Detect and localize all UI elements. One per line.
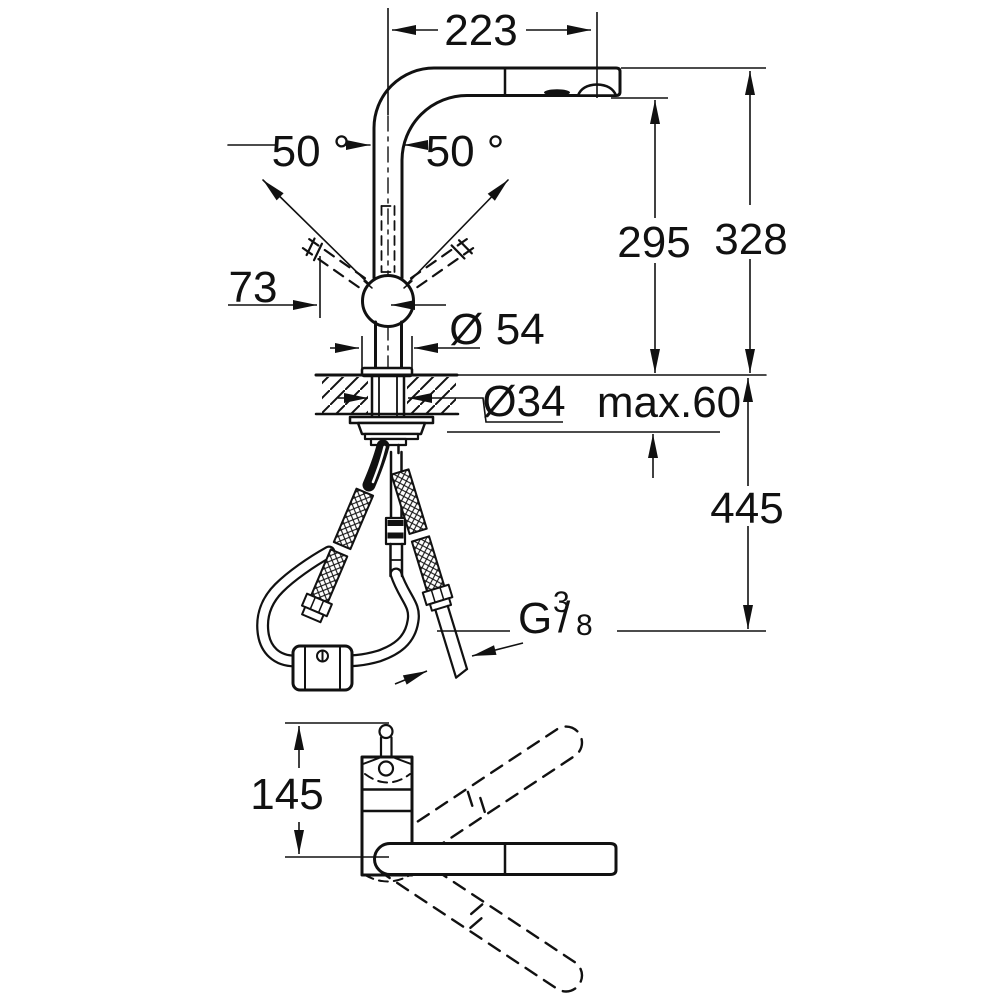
angle-ray-right: [405, 179, 509, 286]
mounting-nut: [356, 421, 427, 436]
plan-head-tip: [378, 723, 394, 759]
plan-button: [377, 760, 395, 777]
label-hole-diameter: Ø34: [482, 377, 565, 426]
handle-ball-joint: [361, 274, 415, 328]
supply-hose-left: [300, 487, 375, 624]
label-angle-left: 50 °: [272, 127, 351, 176]
label-swivel-height: 145: [250, 770, 323, 819]
supply-hose-right: [390, 468, 469, 679]
label-thread-prefix: G: [518, 594, 552, 643]
label-reach: 223: [444, 6, 517, 55]
hose-guide: [362, 439, 390, 492]
plan-view: [285, 722, 618, 993]
handle-position-right: [409, 238, 475, 289]
plan-spout: [373, 842, 618, 876]
dimension-labels: 223 50 ° 50 ° 295 328 73 Ø 54 Ø34 max.60…: [229, 6, 788, 819]
label-thread-denominator: 8: [576, 609, 593, 642]
label-counter-thickness: max.60: [597, 378, 741, 427]
label-lever-projection: 73: [229, 263, 278, 312]
label-thread-numerator: 3: [553, 586, 570, 619]
handle-position-left: [301, 237, 367, 289]
label-angle-right: 50 °: [426, 127, 505, 176]
label-height-outlet: 295: [617, 218, 690, 267]
cartridge-hidden-lines: [380, 205, 396, 273]
label-body-diameter: Ø 54: [449, 305, 544, 354]
angle-ray-left: [262, 179, 371, 286]
label-hose-drop: 445: [710, 484, 783, 533]
label-thread-slash: /: [558, 593, 571, 642]
plan-dimension: [285, 722, 389, 858]
dimension-graphics: [228, 8, 766, 685]
hose-weight: [291, 644, 354, 692]
label-height-overall: 328: [714, 215, 787, 264]
spray-button: [544, 89, 570, 96]
mounting-hardware: [348, 374, 435, 455]
